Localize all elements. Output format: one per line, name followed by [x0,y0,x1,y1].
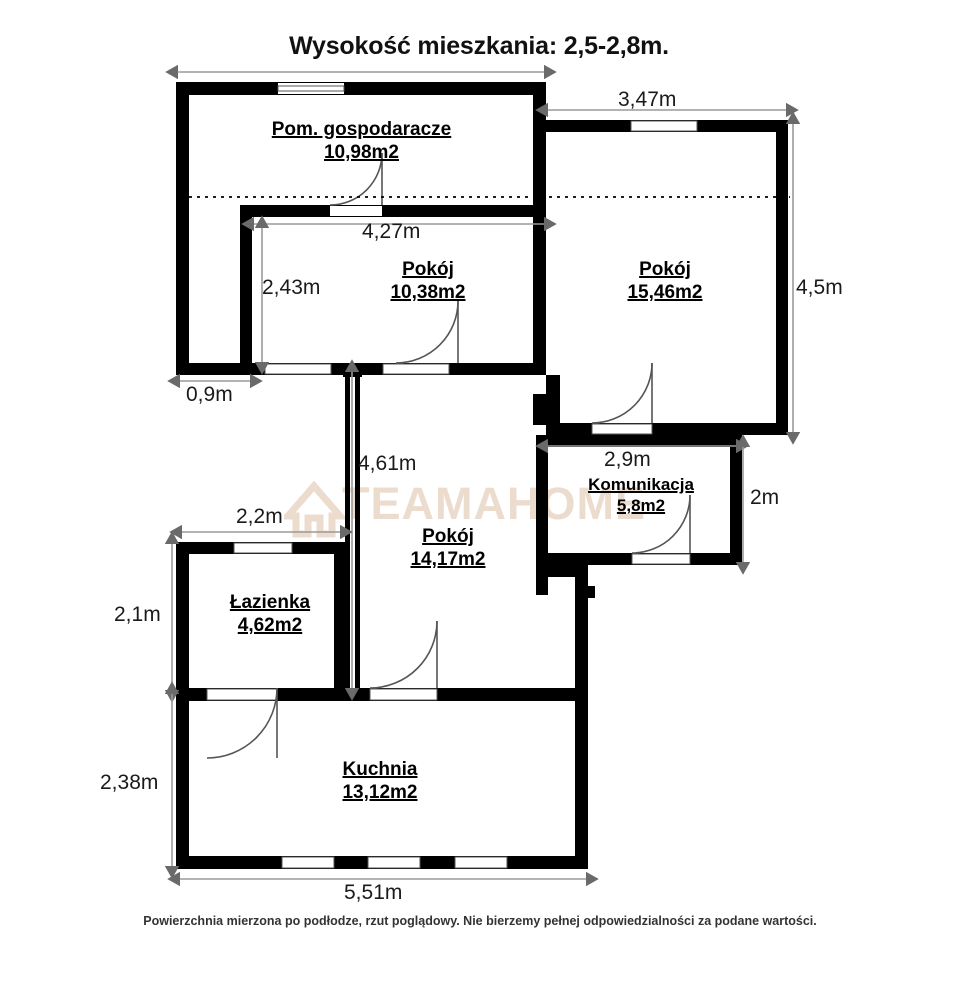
dimension-lazienka-height: 2,1m [114,603,161,626]
room-label-pokoj-14: Pokój 14,17m2 [368,525,528,571]
room-area: 4,62m2 [237,615,303,637]
dimension-pokoj15-height: 4,5m [796,276,843,299]
dimension-storage-offset: 0,9m [186,383,233,406]
dimension-kuchnia-height: 2,38m [100,771,159,794]
page-title: Wysokość mieszkania: 2,5-2,8m. [289,32,669,60]
room-label-pokoj-10: Pokój 10,38m2 [348,258,508,304]
room-label-kuchnia: Kuchnia 13,12m2 [300,758,460,804]
room-name: Komunikacja [588,475,694,494]
disclaimer-text: Powierzchnia mierzona po podłodze, rzut … [143,914,817,928]
dimension-pokoj14-height: 4,61m [358,452,417,475]
room-label-pokoj-15: Pokój 15,46m2 [585,258,745,304]
room-label-lazienka: Łazienka 4,62m2 [190,591,350,637]
room-area: 10,98m2 [323,142,399,164]
room-area: 15,46m2 [627,282,703,304]
room-area: 13,12m2 [342,782,418,804]
room-name: Łazienka [229,592,311,613]
room-name: Kuchnia [342,759,418,780]
room-name: Pokój [402,259,454,280]
room-area: 14,17m2 [410,549,486,571]
room-name: Pokój [639,259,691,280]
dimension-pokoj10-width: 4,27m [362,220,421,243]
dimension-komunikacja-width: 2,9m [604,448,651,471]
dimension-komunikacja-height: 2m [750,486,780,509]
room-label-pom-gospodaracze: Pom. gospodaracze 10,98m2 [254,118,469,164]
room-area: 10,38m2 [390,282,466,304]
dimension-top-right-width: 3,47m [618,88,677,111]
room-name: Pom. gospodaracze [271,119,452,140]
room-label-komunikacja: Komunikacja 5,8m2 [562,475,720,516]
dimension-lazienka-width: 2,2m [236,505,283,528]
room-name: Pokój [422,526,474,547]
dimension-pokoj10-height: 2,43m [262,276,321,299]
room-area: 5,8m2 [616,495,666,515]
dimension-lines [164,64,801,887]
dimension-bottom-width: 5,51m [344,881,403,904]
